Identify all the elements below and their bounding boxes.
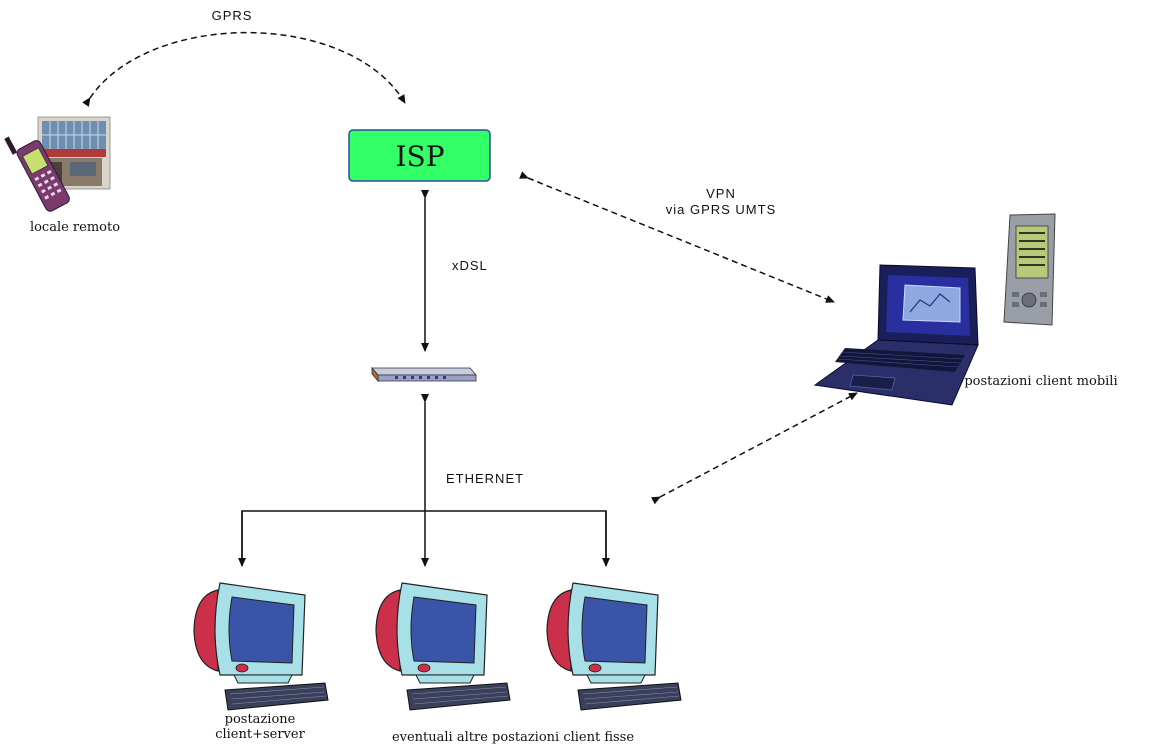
isp-box <box>348 129 491 182</box>
altre-postazioni-label: eventuali altre postazioni client fisse <box>392 730 634 745</box>
gprs-label: GPRS <box>212 8 253 23</box>
mobile-lan-link <box>651 392 858 505</box>
ethernet-label: ETHERNET <box>446 471 524 486</box>
postazioni-mobili-label: postazioni client mobili <box>964 374 1117 389</box>
vpn-link <box>519 171 835 303</box>
vpn-label: VPN <box>706 186 736 201</box>
postazione-label-line1: postazione <box>225 712 296 727</box>
router-icon <box>371 366 477 383</box>
vpn-sub-label: via GPRS UMTS <box>666 202 777 217</box>
postazione-label-line2: client+server <box>215 727 305 742</box>
desktop-computer-icon <box>193 582 329 711</box>
isp-node: ISP <box>348 129 491 182</box>
mobile-phone-icon <box>4 116 111 212</box>
desktop-computer-icon <box>375 582 511 711</box>
desktop-computer-icon <box>546 582 682 711</box>
gprs-link <box>82 31 406 107</box>
ethernet-bus <box>241 510 607 566</box>
isp-label: ISP <box>395 140 444 173</box>
pda-icon <box>1003 213 1056 326</box>
xdsl-label: xDSL <box>452 258 488 273</box>
laptop-icon <box>813 264 979 406</box>
locale-remoto-label: locale remoto <box>30 220 120 235</box>
